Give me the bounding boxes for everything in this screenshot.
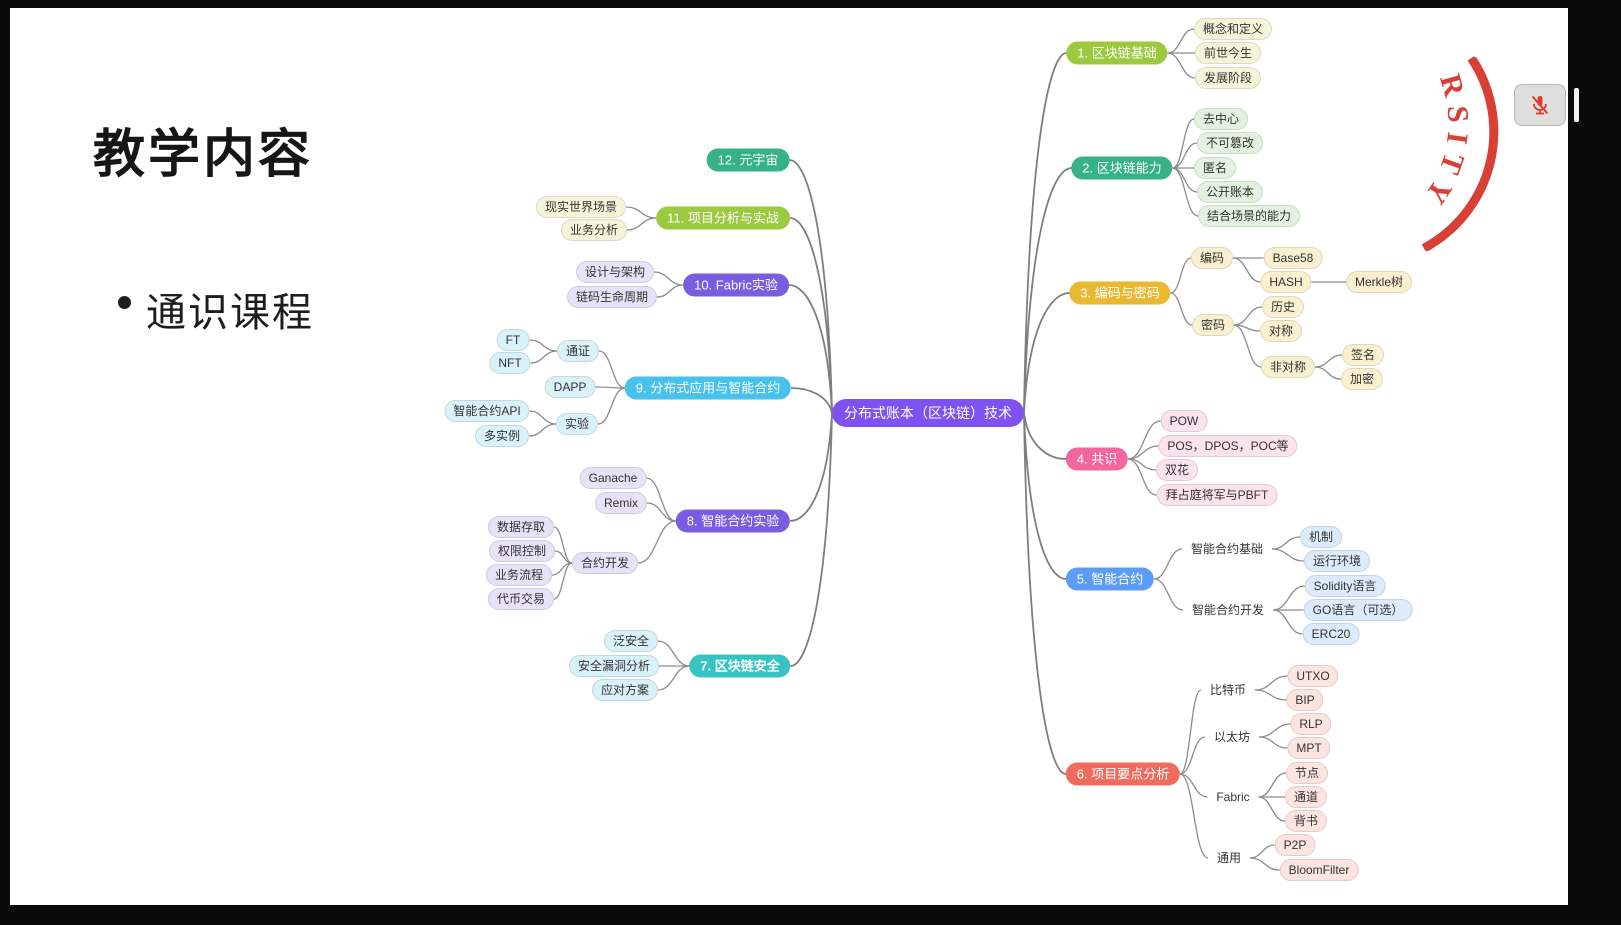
side-panel-edge bbox=[1574, 88, 1579, 122]
mindmap-node-n9d: DAPP bbox=[544, 376, 596, 398]
mindmap-node-n3e: 密码 bbox=[1191, 314, 1235, 336]
mindmap-node-n6d: 以太坊 bbox=[1213, 730, 1251, 744]
mindmap-node-n7a: 泛安全 bbox=[603, 630, 659, 652]
bullet-item-label: 通识课程 bbox=[146, 291, 314, 335]
mindmap-node-n6c: BIP bbox=[1286, 689, 1324, 711]
mindmap-node-n9c: NFT bbox=[489, 352, 531, 374]
mindmap-node-n6m: BloomFilter bbox=[1279, 859, 1359, 881]
mindmap-node-b11: 11. 项目分析与实战 bbox=[656, 206, 790, 230]
mindmap-node-b12: 12. 元宇宙 bbox=[706, 148, 790, 172]
mindmap-node-n1a: 概念和定义 bbox=[1193, 18, 1273, 40]
mindmap-node-n5c: 运行环境 bbox=[1303, 550, 1371, 572]
mindmap-node-n3j: 加密 bbox=[1340, 368, 1384, 390]
mindmap-node-n3h: 非对称 bbox=[1260, 356, 1316, 378]
slide-title: 教学内容 bbox=[93, 126, 314, 184]
mic-muted-icon bbox=[1531, 95, 1549, 115]
mindmap-node-b8: 8. 智能合约实验 bbox=[675, 509, 791, 533]
mindmap-node-n6f: MPT bbox=[1287, 737, 1331, 759]
mindmap-node-n7b: 安全漏洞分析 bbox=[568, 655, 660, 677]
mindmap-node-n10a: 设计与架构 bbox=[575, 261, 655, 283]
mindmap-node-n5a: 智能合约基础 bbox=[1190, 542, 1264, 556]
mindmap-node-n1b: 前世今生 bbox=[1194, 42, 1262, 64]
mindmap-node-n6g: Fabric bbox=[1216, 790, 1250, 804]
mindmap-node-n4c: 双花 bbox=[1155, 459, 1199, 481]
mindmap-node-n5d: 智能合约开发 bbox=[1191, 603, 1265, 617]
mindmap-node-n8a: Ganache bbox=[579, 467, 647, 489]
mute-button[interactable] bbox=[1514, 84, 1566, 126]
mindmap-node-n5b: 机制 bbox=[1299, 526, 1343, 548]
mindmap-node-n7c: 应对方案 bbox=[591, 679, 659, 701]
mindmap-node-n8d: 数据存取 bbox=[487, 516, 555, 538]
mindmap-node-n4d: 拜占庭将军与PBFT bbox=[1156, 484, 1278, 506]
mindmap-node-n10b: 链码生命周期 bbox=[566, 286, 658, 308]
mindmap-node-n11b: 业务分析 bbox=[560, 219, 628, 241]
mindmap-node-n6e: RLP bbox=[1290, 713, 1332, 735]
mindmap-node-b5: 5. 智能合约 bbox=[1065, 567, 1155, 591]
mindmap-node-n6l: P2P bbox=[1274, 834, 1316, 856]
mindmap-node-b2: 2. 区块链能力 bbox=[1071, 156, 1173, 180]
mindmap-node-n5f: GO语言（可选） bbox=[1303, 599, 1413, 621]
mindmap-node-n9g: 多实例 bbox=[474, 425, 530, 447]
mindmap-node-n9e: 实验 bbox=[555, 413, 599, 435]
mindmap-node-n3i: 签名 bbox=[1341, 344, 1385, 366]
mindmap-node-b10: 10. Fabric实验 bbox=[683, 273, 789, 297]
mindmap-node-n3d: Merkle树 bbox=[1345, 271, 1413, 293]
mindmap-node-b3: 3. 编码与密码 bbox=[1069, 281, 1171, 305]
mindmap-node-n6j: 背书 bbox=[1284, 810, 1328, 832]
mindmap-node-n3b: Base58 bbox=[1263, 247, 1323, 269]
mindmap-node-n9a: 通证 bbox=[556, 340, 600, 362]
mindmap-node-n3a: 编码 bbox=[1190, 247, 1234, 269]
mindmap-node-n2b: 不可篡改 bbox=[1196, 132, 1264, 154]
university-stamp: RSITY bbox=[1401, 55, 1499, 253]
mindmap-node-n6k: 通用 bbox=[1216, 851, 1242, 865]
mindmap-node-n3c: HASH bbox=[1260, 271, 1312, 293]
mindmap-node-b1: 1. 区块链基础 bbox=[1066, 41, 1168, 65]
mindmap-node-n6h: 节点 bbox=[1285, 762, 1329, 784]
mindmap-node-n2d: 公开账本 bbox=[1196, 181, 1264, 203]
mindmap-node-b9: 9. 分布式应用与智能合约 bbox=[624, 376, 792, 400]
mindmap-node-n11a: 现实世界场景 bbox=[535, 196, 627, 218]
mindmap-node-n8b: Remix bbox=[594, 492, 648, 514]
mindmap-node-n5g: ERC20 bbox=[1302, 623, 1360, 645]
mindmap-node-b6: 6. 项目要点分析 bbox=[1065, 762, 1181, 786]
mindmap-node-n3g: 对称 bbox=[1259, 320, 1303, 342]
mindmap-node-b4: 4. 共识 bbox=[1065, 447, 1129, 471]
mindmap-node-n8f: 业务流程 bbox=[485, 564, 553, 586]
mindmap-node-n6i: 通道 bbox=[1284, 786, 1328, 808]
stamp-border-arc bbox=[1421, 55, 1499, 253]
mindmap-node-n8e: 权限控制 bbox=[488, 540, 556, 562]
mindmap-node-n4a: POW bbox=[1160, 410, 1208, 432]
mindmap-node-n6a: 比特币 bbox=[1209, 683, 1247, 697]
bullet-dot bbox=[118, 296, 131, 309]
mindmap-node-n9b: FT bbox=[496, 329, 530, 351]
mindmap-node-n6b: UTXO bbox=[1287, 665, 1339, 687]
mindmap-node-n2c: 匿名 bbox=[1193, 157, 1237, 179]
mindmap-node-n9f: 智能合约API bbox=[444, 400, 530, 422]
mindmap-node-root: 分布式账本（区块链）技术 bbox=[832, 399, 1024, 427]
mindmap-node-n4b: POS，DPOS，POC等 bbox=[1158, 435, 1298, 457]
mindmap-node-n8g: 代币交易 bbox=[487, 588, 555, 610]
mindmap-node-n1c: 发展阶段 bbox=[1194, 67, 1262, 89]
mindmap-node-n2a: 去中心 bbox=[1193, 108, 1249, 130]
mindmap-node-n2e: 结合场景的能力 bbox=[1197, 205, 1301, 227]
mindmap-node-n3f: 历史 bbox=[1261, 296, 1305, 318]
mindmap-node-n8c: 合约开发 bbox=[571, 552, 639, 574]
mindmap-node-b7: 7. 区块链安全 bbox=[689, 654, 791, 678]
mindmap-node-n5e: Solidity语言 bbox=[1304, 575, 1386, 597]
